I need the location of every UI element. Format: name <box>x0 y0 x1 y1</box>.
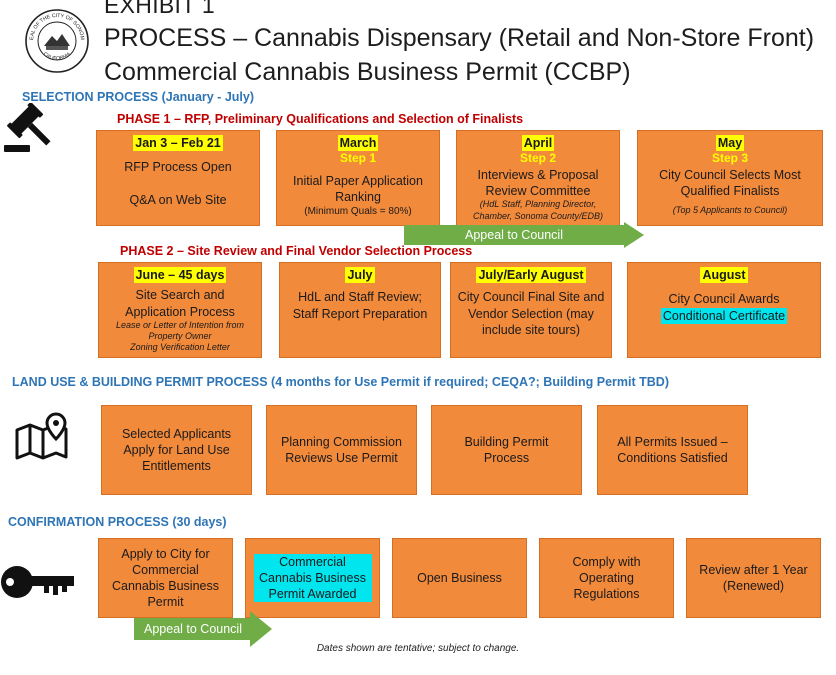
date-label: March <box>337 135 379 152</box>
seal-text-bottom: CALIFORNIA <box>42 51 73 62</box>
appeal-label: Appeal to Council <box>134 618 252 640</box>
phase1-box-step2: April Step 2 Interviews & Proposal Revie… <box>456 130 620 228</box>
phase1-box-step1: March Step 1 Initial Paper Application R… <box>276 130 440 226</box>
permit-awarded-label: Commercial Cannabis Business Permit Awar… <box>253 553 372 603</box>
exhibit-label: EXHIBIT 1 <box>104 0 215 18</box>
box-text: Planning Commission Reviews Use Permit <box>281 434 402 465</box>
gavel-icon <box>4 103 51 152</box>
box-text: City Council Final Site and Vendor Selec… <box>457 290 605 337</box>
phase2-box-site-search: June – 45 days Site Search and Applicati… <box>98 262 262 358</box>
date-label: June – 45 days <box>133 267 227 284</box>
arrow-head-icon <box>624 222 644 248</box>
land-use-box-building: Building Permit Process <box>431 405 582 495</box>
appeal-label: Appeal to Council <box>404 225 624 245</box>
box-text: HdL and Staff Review; Staff Report Prepa… <box>292 290 428 321</box>
box-text: Comply with Operating Regulations <box>572 554 641 602</box>
page-subtitle: Commercial Cannabis Business Permit (CCB… <box>104 58 631 86</box>
land-use-box-apply: Selected Applicants Apply for Land Use E… <box>101 405 252 495</box>
phase1-appeal-arrow: Appeal to Council <box>404 222 644 248</box>
box-text: Selected Applicants Apply for Land Use E… <box>121 426 232 474</box>
phase1-heading: PHASE 1 – RFP, Preliminary Qualification… <box>117 112 524 126</box>
box-note: (Top 5 Applicants to Council) <box>672 205 788 216</box>
date-label: July <box>345 267 375 284</box>
box-text: Initial Paper Application Ranking <box>293 173 423 205</box>
land-use-box-permits-issued: All Permits Issued – Conditions Satisfie… <box>597 405 748 495</box>
arrow-head-icon <box>250 611 272 647</box>
land-use-box-planning: Planning Commission Reviews Use Permit <box>266 405 417 495</box>
box-note: (HdL Staff, Planning Director, Chamber, … <box>472 199 604 221</box>
date-label: July/Early August <box>476 267 586 284</box>
phase2-box-council-selection: July/Early August City Council Final Sit… <box>450 262 612 358</box>
step-label: Step 3 <box>711 151 748 166</box>
confirmation-heading: CONFIRMATION PROCESS (30 days) <box>8 515 227 529</box>
box-text: Open Business <box>417 570 502 585</box>
box-text: Review after 1 Year (Renewed) <box>699 562 808 593</box>
selection-heading: SELECTION PROCESS (January - July) <box>22 90 254 104</box>
city-seal-icon: SEAL OF THE CITY OF SONOMA CALIFORNIA <box>24 8 89 73</box>
phase2-heading: PHASE 2 – Site Review and Final Vendor S… <box>120 244 473 258</box>
map-pin-icon <box>15 412 68 460</box>
svg-text:CALIFORNIA: CALIFORNIA <box>42 51 73 62</box>
box-text: City Council Awards <box>668 292 780 307</box>
step-label: Step 2 <box>519 151 556 166</box>
confirmation-box-apply: Apply to City for Commercial Cannabis Bu… <box>98 538 233 618</box>
confirmation-box-review: Review after 1 Year (Renewed) <box>686 538 821 618</box>
confirmation-box-permit-awarded: Commercial Cannabis Business Permit Awar… <box>245 538 380 618</box>
box-note: Lease or Letter of Intention from Proper… <box>115 319 245 341</box>
key-icon <box>1 566 74 598</box>
box-text: RFP Process Open <box>124 160 232 175</box>
land-use-heading: LAND USE & BUILDING PERMIT PROCESS (4 mo… <box>12 375 669 389</box>
phase2-box-staff-review: July HdL and Staff Review; Staff Report … <box>279 262 441 358</box>
box-text: All Permits Issued – Conditions Satisfie… <box>617 434 728 465</box>
date-label: Jan 3 – Feb 21 <box>133 135 223 152</box>
box-note: (Minimum Quals = 80%) <box>304 206 412 218</box>
confirmation-box-open-business: Open Business <box>392 538 527 618</box>
box-text: Apply to City for Commercial Cannabis Bu… <box>111 546 219 610</box>
box-text: Q&A on Web Site <box>129 192 227 207</box>
conditional-certificate-label: Conditional Certificate <box>660 307 788 324</box>
footnote: Dates shown are tentative; subject to ch… <box>316 643 520 654</box>
page-title: PROCESS – Cannabis Dispensary (Retail an… <box>104 24 815 52</box>
phase1-box-rfp: Jan 3 – Feb 21 RFP Process Open Q&A on W… <box>96 130 260 226</box>
box-note: Zoning Verification Letter <box>130 342 230 353</box>
confirmation-appeal-arrow: Appeal to Council <box>134 611 272 648</box>
phase1-box-step3: May Step 3 City Council Selects Most Qua… <box>637 130 823 226</box>
box-text: Building Permit Process <box>464 434 549 465</box>
date-label: April <box>521 135 555 152</box>
date-label: August <box>700 267 748 284</box>
box-text: City Council Selects Most Qualified Fina… <box>659 167 801 199</box>
box-text: Site Search and Application Process <box>125 288 235 319</box>
phase2-box-council-awards: August City Council Awards Conditional C… <box>627 262 821 358</box>
step-label: Step 1 <box>339 151 376 166</box>
confirmation-box-comply: Comply with Operating Regulations <box>539 538 674 618</box>
box-text: Interviews & Proposal Review Committee <box>477 167 599 199</box>
date-label: May <box>715 135 745 152</box>
